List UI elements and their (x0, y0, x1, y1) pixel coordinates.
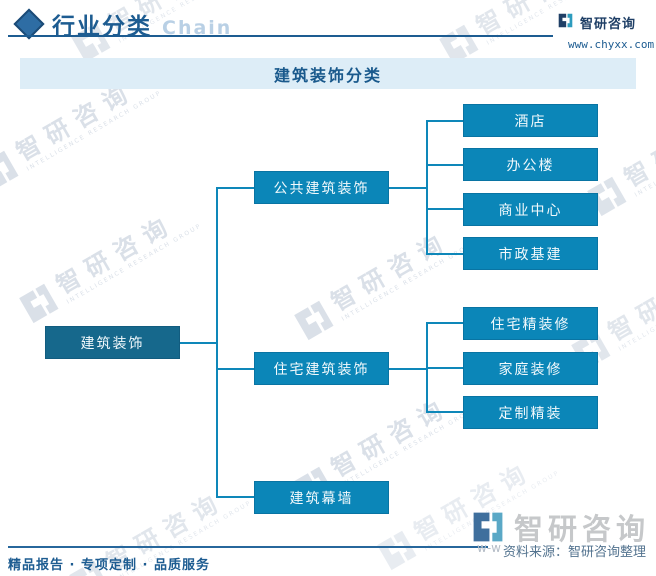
tree-node-leaf: 商业中心 (463, 193, 598, 226)
tree-node-leaf: 办公楼 (463, 148, 598, 181)
connector-line (426, 120, 428, 255)
connector-line (216, 187, 218, 498)
tree-node-leaf: 住宅精装修 (463, 307, 598, 340)
chart-title-bar: 建筑装饰分类 (20, 58, 636, 89)
connector-line (426, 164, 464, 166)
watermark-fragment: w-w (477, 541, 501, 555)
brand-watermark: 智研咨询 INTELLIGENCE RESEARCH GROUP (289, 215, 478, 345)
tree-node-leaf: 定制精装 (463, 396, 598, 429)
footer-rule (8, 546, 488, 548)
footer-slogan: 精品报告 · 专项定制 · 品质服务 (8, 558, 210, 573)
zhiyan-logo-icon (294, 300, 334, 341)
brand-watermark: 智研咨询 INTELLIGENCE RESEARCH GROUP (14, 198, 203, 328)
zhiyan-logo-icon-large (473, 512, 503, 542)
watermark-subtext: INTELLIGENCE RESEARCH GROUP (633, 115, 656, 199)
connector-line (216, 496, 254, 498)
connector-line (426, 367, 464, 369)
watermark-subtext: INTELLIGENCE RESEARCH GROUP (25, 88, 163, 173)
watermark-subtext: INTELLIGENCE RESEARCH GROUP (65, 221, 203, 306)
zhiyan-logo-icon (19, 283, 59, 324)
tree-node-root: 建筑装饰 (45, 326, 180, 359)
watermark-text: 智研咨询 (326, 225, 455, 317)
watermark-text: 智研咨询 (619, 101, 656, 193)
connector-line (426, 208, 464, 210)
brand-name: 智研咨询 (580, 17, 637, 32)
watermark-subtext: INTELLIGENCE RESEARCH GROUP (340, 238, 478, 323)
header-rule (8, 35, 553, 37)
tree-node-leaf: 市政基建 (463, 237, 598, 270)
connector-line (426, 120, 464, 122)
watermark-text: 智研咨询 (51, 208, 180, 300)
connector-line (179, 342, 218, 344)
chart-title: 建筑装饰分类 (273, 65, 382, 85)
connector-line (388, 187, 428, 189)
tree-node-branch: 建筑幕墙 (254, 481, 389, 514)
connector-line (426, 322, 464, 324)
tree-node-branch: 公共建筑装饰 (254, 171, 389, 204)
connector-line (216, 368, 254, 370)
watermark-text: 智研咨询 (326, 391, 455, 483)
tree-node-branch: 住宅建筑装饰 (254, 352, 389, 385)
connector-line (426, 253, 464, 255)
connector-line (216, 187, 254, 189)
watermark-subtext: INTELLIGENCE RESEARCH GROUP (617, 269, 656, 353)
source-note: 资料来源：智研咨询整理 (503, 545, 647, 560)
tree-node-leaf: 家庭装修 (463, 352, 598, 385)
zhiyan-logo-icon (377, 530, 417, 571)
brand-name-large: 智研咨询 (514, 512, 651, 546)
brand-website[interactable]: www.chyxx.com (568, 38, 655, 51)
connector-line (388, 368, 428, 370)
tree-node-leaf: 酒店 (463, 104, 598, 137)
zhiyan-logo-icon (0, 150, 19, 191)
section-subtitle: Chain (162, 17, 233, 39)
zhiyan-logo-icon (558, 13, 573, 28)
watermark-text: 智研咨询 (603, 255, 656, 347)
watermark-subtext: INTELLIGENCE RESEARCH GROUP (340, 404, 478, 489)
connector-line (426, 411, 464, 413)
